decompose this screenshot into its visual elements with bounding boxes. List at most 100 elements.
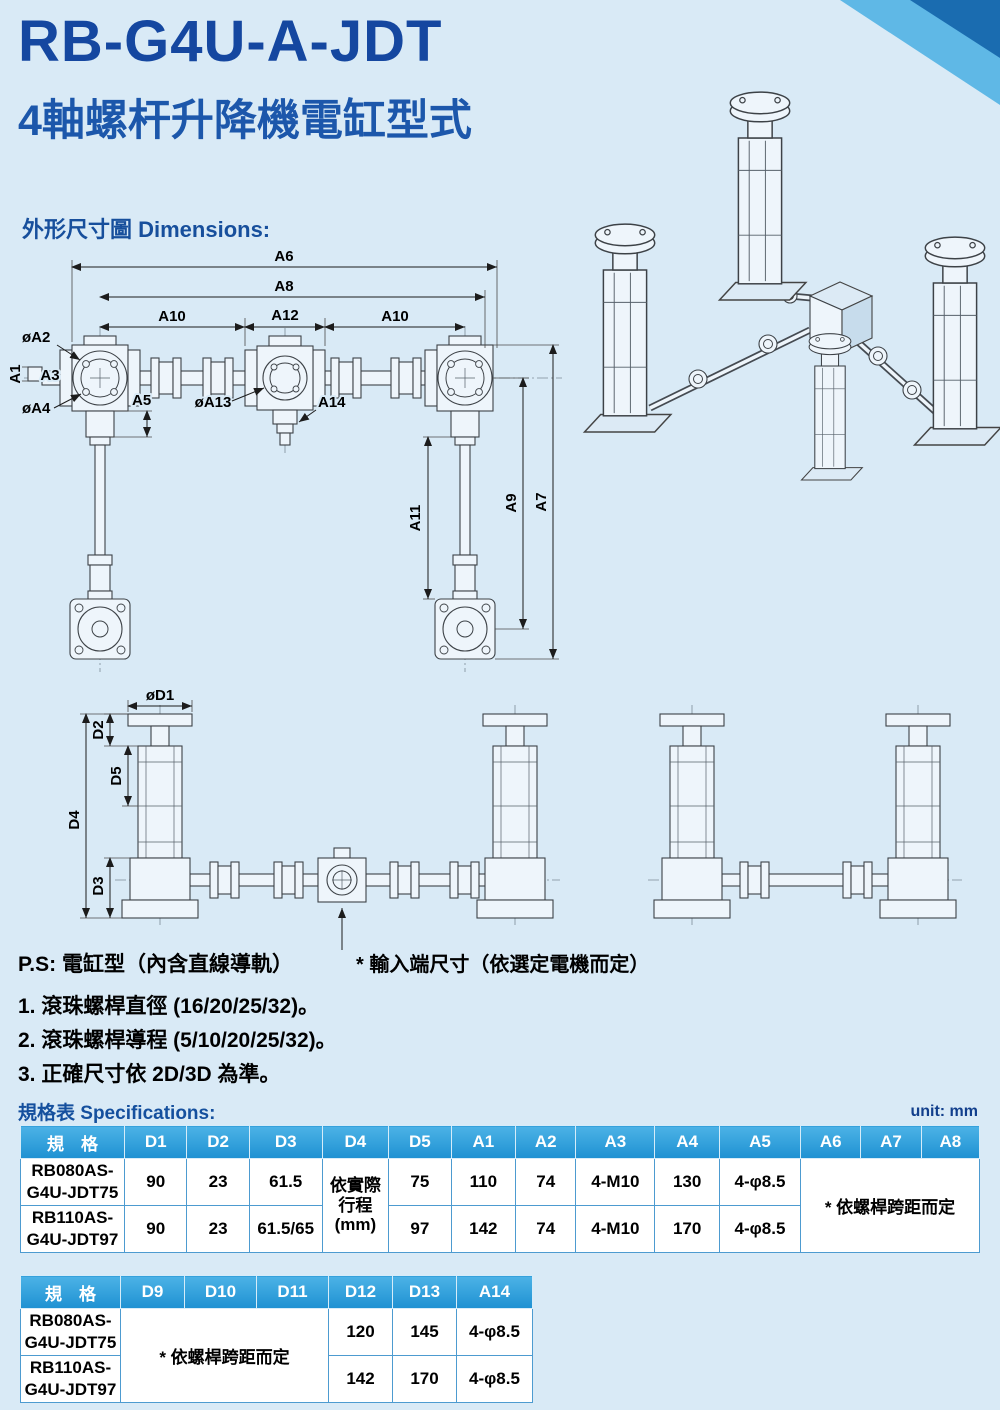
cell-a2: 74 — [515, 1205, 577, 1253]
d4-line-1: 依實際 — [329, 1176, 381, 1196]
cell-d4-merged: 依實際 行程 (mm) — [321, 1158, 390, 1253]
dim-label-a5: A5 — [132, 392, 151, 409]
dim-label-a14: A14 — [318, 394, 346, 411]
ps-note: P.S: 電缸型（內含直線導軌） — [18, 953, 293, 976]
table2-row-rb080: RB080AS- G4U-JDT75 * 依螺桿跨距而定 120 145 4-φ… — [20, 1308, 533, 1403]
dim-label-oa2: øA2 — [22, 329, 50, 346]
d4-line-2: 行程 — [338, 1195, 373, 1215]
shaft-couplings — [150, 357, 422, 399]
table1-header-row: 規 格 D1 D2 D3 D4 D5 A1 A2 A3 A4 A5 A6 A7 … — [20, 1125, 981, 1159]
model-cell: RB080AS- G4U-JDT75 — [20, 1308, 121, 1356]
cell-d5: 75 — [388, 1158, 452, 1206]
note-item-3: 3. 正確尺寸依 2D/3D 為準。 — [18, 1063, 281, 1086]
cell-a4: 170 — [654, 1205, 720, 1253]
cell-d2: 23 — [186, 1158, 250, 1206]
col-header-d9: D9 — [120, 1275, 185, 1309]
cell-d13: 170 — [392, 1355, 457, 1403]
model-line-1: RB110AS- — [31, 1207, 114, 1227]
dim-label-oa4: øA4 — [22, 400, 51, 417]
col-header-d4: D4 — [321, 1125, 390, 1159]
spec-section-label: 規格表 Specifications: — [18, 1103, 216, 1124]
isometric-view — [583, 91, 1000, 481]
cell-d5: 97 — [388, 1205, 452, 1253]
cell-d3: 61.5 — [248, 1158, 323, 1206]
cell-d12: 142 — [328, 1355, 393, 1403]
dim-label-a8: A8 — [274, 278, 293, 295]
col-header-a14: A14 — [456, 1275, 533, 1309]
model-cell: RB110AS- G4U-JDT97 — [20, 1355, 121, 1403]
corner-triangle-dark — [910, 0, 1000, 58]
cell-d13: 145 — [392, 1308, 457, 1356]
note-item-2: 2. 滾珠螺桿導程 (5/10/20/25/32)。 — [18, 1029, 337, 1052]
center-gearbox — [244, 335, 326, 446]
left-gearbox-unit — [27, 335, 141, 660]
model-line-1: RB080AS- — [31, 1160, 114, 1180]
cell-a4: 130 — [654, 1158, 720, 1206]
col-header-d12: D12 — [328, 1275, 393, 1309]
dim-label-a7: A7 — [533, 492, 550, 511]
col-header-a8: A8 — [920, 1125, 981, 1159]
col-header-d5: D5 — [388, 1125, 452, 1159]
model-line-1: RB110AS- — [29, 1357, 112, 1377]
col-header-a1: A1 — [450, 1125, 517, 1159]
cell-a3: 4-M10 — [575, 1205, 656, 1253]
dim-label-a10-left: A10 — [158, 308, 186, 325]
dim-label-oa13: øA13 — [195, 394, 232, 411]
table1-row-rb080: RB080AS- G4U-JDT75 90 23 61.5 依實際 行程 (mm… — [20, 1158, 980, 1253]
table2-row-rb110: RB110AS- G4U-JDT97 142 170 4-φ8.5 — [20, 1355, 533, 1403]
col-header-model: 規 格 — [20, 1125, 125, 1159]
cell-d9d11-merged: * 依螺桿跨距而定 — [120, 1308, 329, 1403]
model-line-1: RB080AS- — [29, 1310, 112, 1330]
d4-line-3: (mm) — [334, 1215, 377, 1235]
right-gearbox-unit — [424, 335, 496, 660]
cell-a5: 4-φ8.5 — [718, 1158, 802, 1206]
spec-table-1: 規 格 D1 D2 D3 D4 D5 A1 A2 A3 A4 A5 A6 A7 … — [20, 1125, 981, 1253]
iso-coupling — [688, 288, 922, 400]
dim-label-a9: A9 — [503, 493, 520, 512]
side-view-dimensions: øD1 D2 D5 D4 D3 — [64, 685, 346, 950]
dim-label-d4: D4 — [66, 810, 83, 830]
dim-label-a10-right: A10 — [381, 308, 409, 325]
side-center-gearbox — [317, 847, 367, 903]
model-cell: RB080AS- G4U-JDT75 — [20, 1158, 125, 1206]
dim-label-d5: D5 — [108, 766, 125, 785]
page-title: RB-G4U-A-JDT — [18, 9, 443, 74]
dim-label-d2: D2 — [90, 720, 107, 739]
cell-a1: 110 — [450, 1158, 517, 1206]
unit-label: unit: mm — [910, 1103, 978, 1120]
model-line-2: G4U-JDT75 — [26, 1183, 119, 1202]
dim-label-a11: A11 — [407, 505, 424, 532]
side-view-drawing: øD1 D2 D5 D4 D3 — [64, 685, 560, 950]
cell-a2: 74 — [515, 1158, 577, 1206]
cell-d3: 61.5/65 — [248, 1205, 323, 1253]
front-view-dimensions: A6 A8 A10 A12 A10 øA2 A1 A3 øA4 A5 — [5, 246, 559, 660]
col-header-d1: D1 — [123, 1125, 188, 1159]
dim-label-d3: D3 — [90, 876, 107, 895]
page-subtitle: 4軸螺杆升降機電缸型式 — [18, 97, 472, 145]
dim-label-a12: A12 — [271, 307, 299, 324]
cell-d1: 90 — [123, 1158, 188, 1206]
cell-a3: 4-M10 — [575, 1158, 656, 1206]
col-header-d2: D2 — [186, 1125, 250, 1159]
cell-d2: 23 — [186, 1205, 250, 1253]
col-header-d11: D11 — [256, 1275, 329, 1309]
col-header-a2: A2 — [515, 1125, 577, 1159]
spec-table-2: 規 格 D9 D10 D11 D12 D13 A14 RB080AS- G4U-… — [20, 1275, 533, 1403]
dim-label-a1: A1 — [7, 364, 24, 383]
front-view-drawing — [24, 326, 562, 672]
note-item-1: 1. 滾珠螺桿直徑 (16/20/25/32)。 — [18, 995, 320, 1018]
cell-a5: 4-φ8.5 — [718, 1205, 802, 1253]
table1-row-rb110: RB110AS- G4U-JDT97 90 23 61.5/65 97 142 … — [20, 1205, 980, 1253]
col-header-a6: A6 — [800, 1125, 862, 1159]
col-header-a4: A4 — [654, 1125, 720, 1159]
col-header-a7: A7 — [860, 1125, 922, 1159]
cell-d12: 120 — [328, 1308, 393, 1356]
dim-label-a3: A3 — [40, 367, 59, 384]
cell-a14: 4-φ8.5 — [456, 1355, 533, 1403]
cell-a6a8-merged: * 依螺桿跨距而定 — [800, 1158, 980, 1253]
cell-a1: 142 — [450, 1205, 517, 1253]
dimensions-section-label: 外形尺寸圖 Dimensions: — [22, 217, 271, 242]
dimension-drawings: A6 A8 A10 A12 A10 øA2 A1 A3 øA4 A5 — [5, 91, 1000, 950]
iso-cylinder-top — [718, 91, 807, 301]
dim-label-a6: A6 — [274, 248, 293, 265]
